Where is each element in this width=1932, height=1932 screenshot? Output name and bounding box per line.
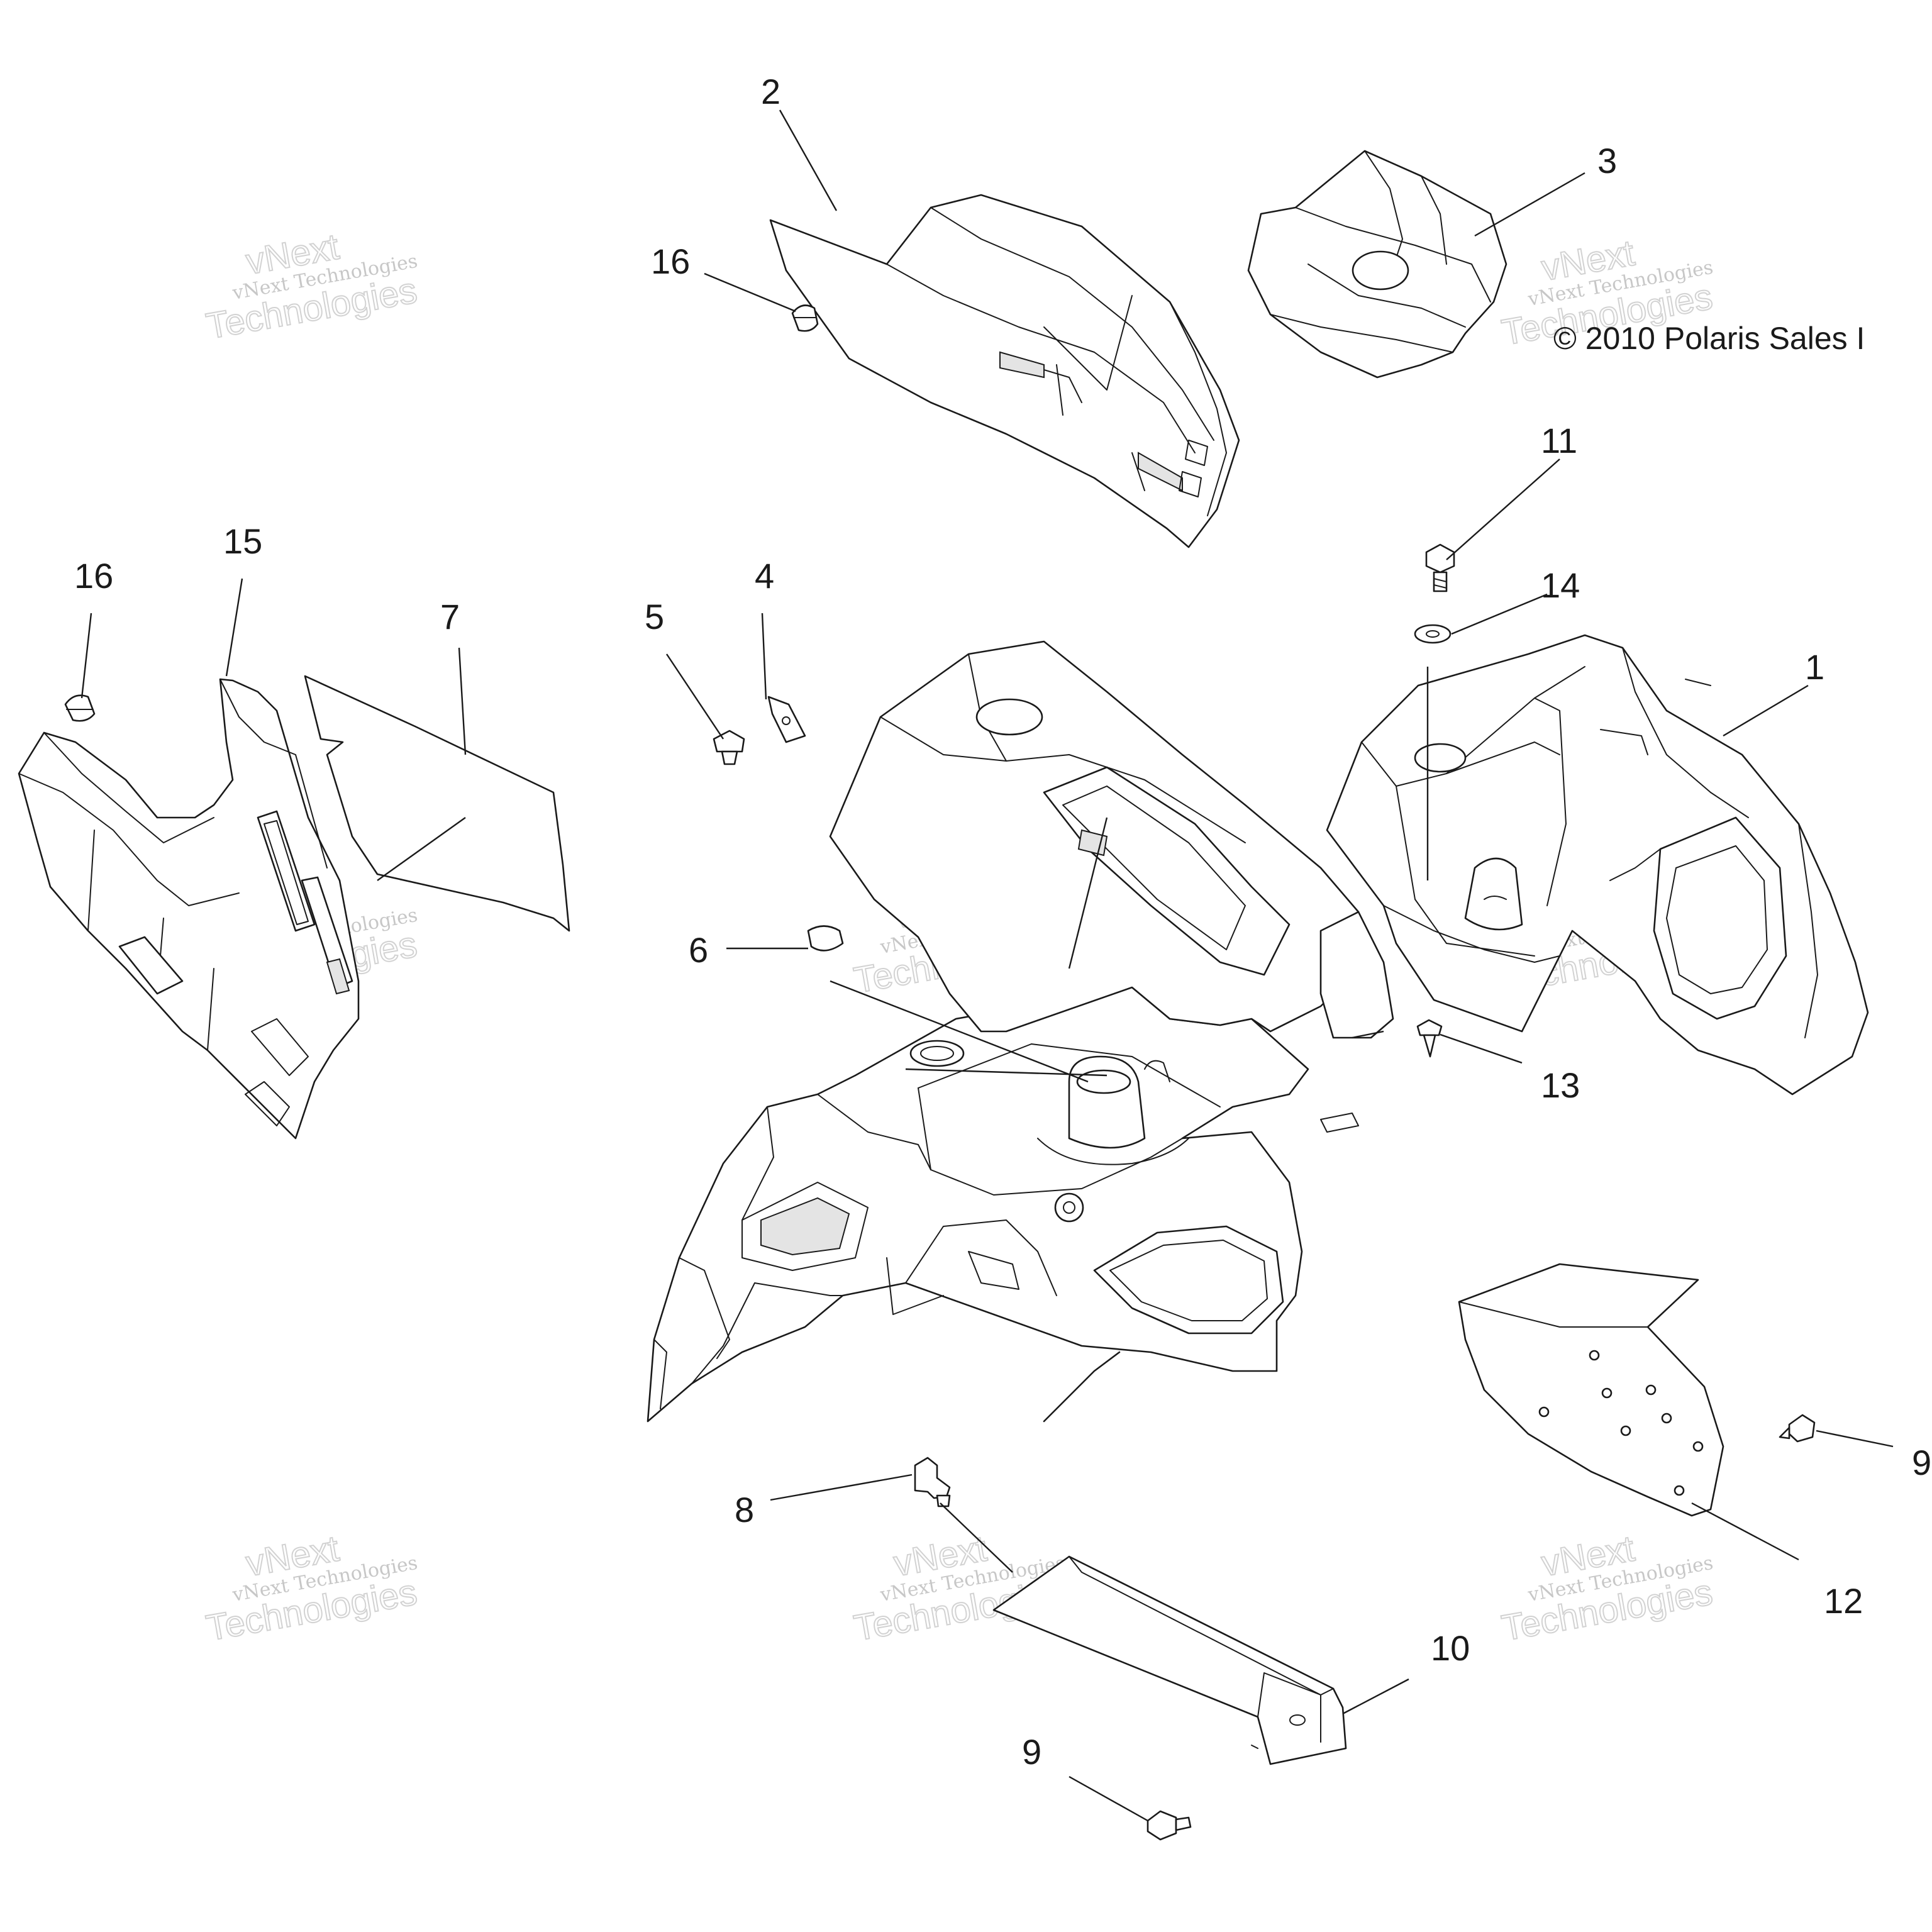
callouts: 2 3 16 11 14 1 16 15 7 5 4 6 13 8 9 12 1… [74, 72, 1931, 1772]
part-11-bolt [1425, 543, 1455, 592]
part-7-decal [304, 675, 570, 932]
callout-15: 15 [223, 521, 262, 561]
watermark: vNext vNext Technologies Technologies [1498, 1527, 1716, 1649]
callout-14: 14 [1541, 565, 1580, 605]
part-15-side-panel [18, 678, 360, 1140]
part-16-push-rivet [791, 304, 819, 332]
callout-10: 10 [1431, 1628, 1470, 1668]
callout-16: 16 [651, 242, 690, 281]
part-9-screw-bottom [1146, 1810, 1192, 1841]
part-6-cap [807, 925, 844, 952]
callout-7: 7 [440, 597, 460, 636]
part-1-rear-cab [1326, 634, 1869, 1096]
callout-16: 16 [74, 556, 113, 596]
part-13-screw [1416, 1019, 1443, 1058]
callout-5: 5 [645, 597, 664, 636]
leader-lines [80, 109, 1894, 1822]
part-9-screw-right [1779, 1414, 1816, 1443]
part-12-skid-plate [1458, 1263, 1724, 1517]
part-front-cab [647, 640, 1394, 1423]
watermark: vNext vNext Technologies Technologies [1498, 231, 1716, 353]
callout-12: 12 [1824, 1581, 1863, 1621]
copyright-text: © 2010 Polaris Sales I [1553, 321, 1865, 356]
callout-8: 8 [735, 1490, 754, 1530]
watermark: vNext vNext Technologies Technologies [203, 225, 421, 347]
callout-13: 13 [1541, 1065, 1580, 1105]
watermark: vNext vNext Technologies Technologies [203, 1527, 421, 1649]
callout-1: 1 [1805, 647, 1824, 687]
callout-3: 3 [1597, 141, 1617, 180]
callout-9: 9 [1912, 1443, 1931, 1482]
callout-2: 2 [761, 72, 780, 111]
part-10-bracket [992, 1555, 1347, 1765]
callout-11: 11 [1541, 421, 1577, 460]
part-14-washer [1414, 624, 1452, 644]
part-4-clip-nut [767, 696, 806, 743]
part-16-push-rivet-left [64, 694, 96, 722]
part-5-screw [713, 730, 745, 765]
callout-4: 4 [755, 556, 774, 596]
part-2-front-panel [769, 194, 1240, 548]
part-3-top-cover [1247, 150, 1507, 379]
callout-6: 6 [689, 930, 708, 970]
part-8-fastener [914, 1457, 951, 1507]
callout-9: 9 [1022, 1732, 1041, 1772]
